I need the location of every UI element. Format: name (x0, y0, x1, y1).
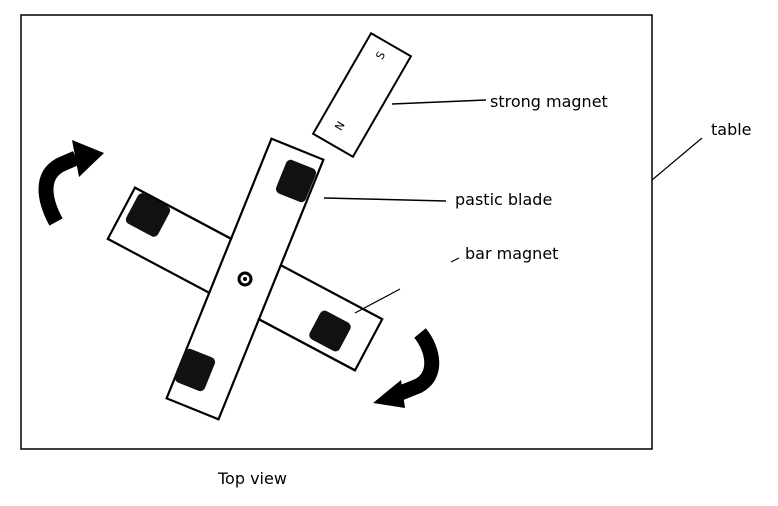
plastic-blade-label: pastic blade (455, 190, 552, 209)
rotation-arrow-upper (38, 140, 104, 226)
blade-arm-horizontal-edge-bottom (257, 317, 356, 372)
strong-magnet-leader-line (391, 99, 487, 105)
rotation-arrow-lower (373, 328, 440, 408)
rotation-arrow-upper-shaft (38, 151, 80, 226)
rotation-arrow-lower-head (373, 380, 405, 408)
top-view-caption: Top view (217, 469, 287, 488)
bar-magnet-top (275, 159, 317, 203)
rotation-arrow-lower-shaft (395, 328, 440, 401)
table-outline (20, 14, 653, 450)
blade-arm-horizontal-edge-top (134, 186, 233, 241)
pivot-pin-center (243, 277, 247, 281)
strong-magnet-label: strong magnet (490, 92, 608, 111)
bar-magnet-label: bar magnet (465, 244, 558, 263)
table-leader-line (651, 137, 703, 181)
bar-magnet-bottom (174, 348, 216, 392)
strong-magnet-body (311, 31, 413, 159)
table-label: table (711, 120, 752, 139)
rotation-arrow-upper-head (72, 140, 104, 177)
plastic-blade (106, 137, 384, 421)
strong-magnet: S N (311, 31, 413, 159)
bar-magnet-leader-dash (450, 257, 460, 263)
bar-magnet-left (125, 193, 171, 237)
bar-magnet-right (309, 310, 351, 352)
bar-magnet-leader-line (354, 288, 401, 314)
plastic-blade-leader-line (323, 197, 447, 202)
